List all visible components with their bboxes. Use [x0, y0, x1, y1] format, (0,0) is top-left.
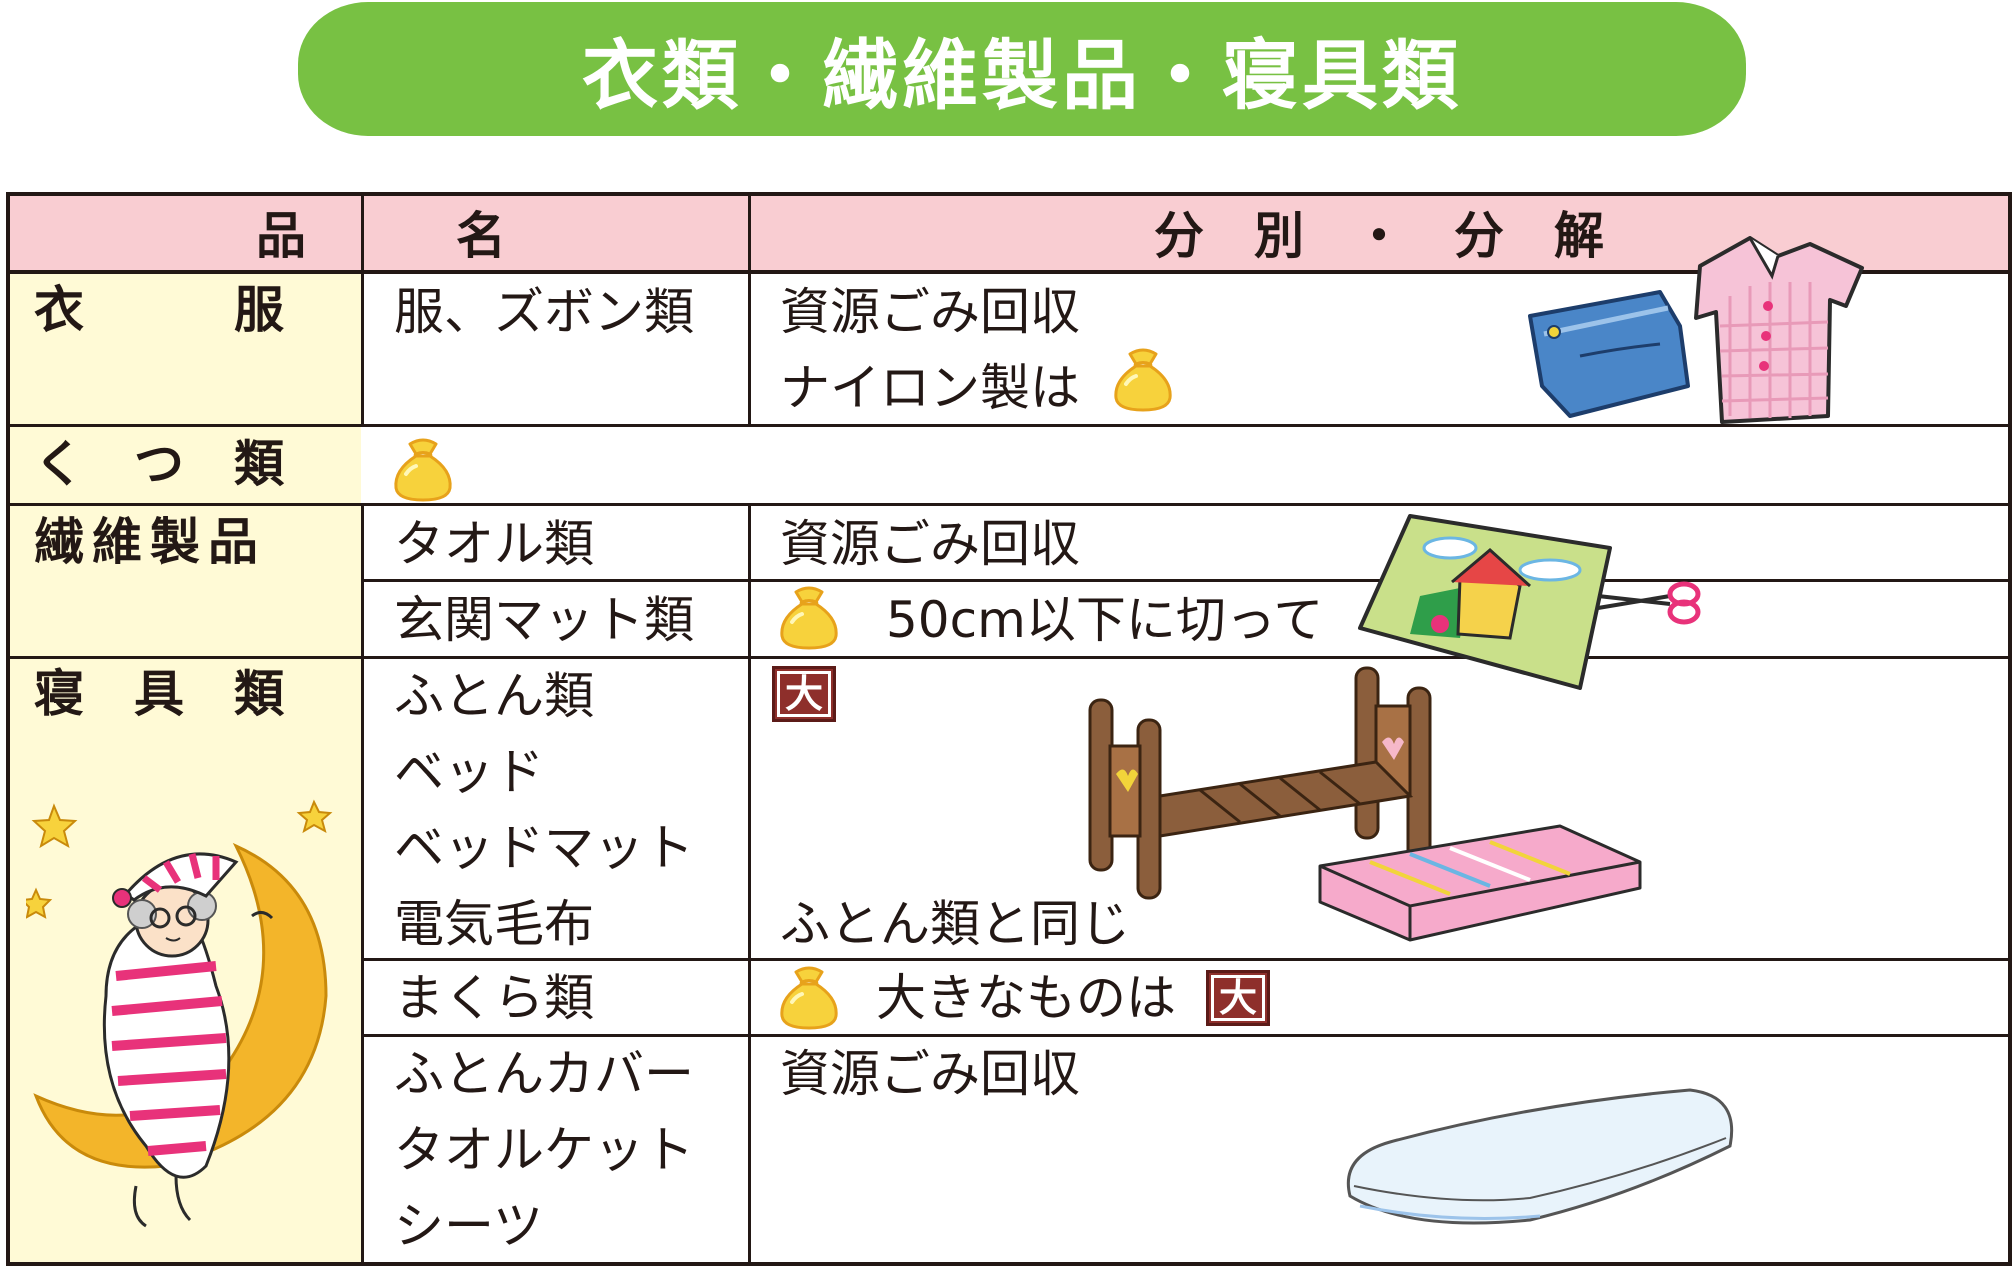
divider — [10, 656, 2008, 659]
divider — [361, 503, 364, 1262]
oversized-garbage-badge-icon: 大 — [1206, 970, 1270, 1026]
category-cell-shoes — [10, 427, 361, 503]
category-cell-textiles — [10, 506, 361, 656]
sorting-towels: 資源ごみ回収 — [780, 515, 1080, 573]
divider — [748, 196, 751, 427]
category-shoes: く つ 類 — [34, 435, 284, 493]
item-towels: タオル類 — [394, 515, 594, 573]
divider — [361, 1034, 2008, 1037]
sorting-clothes-2: ナイロン製は — [780, 359, 1080, 417]
burnable-garbage-bag-icon — [1108, 344, 1178, 414]
sleeping-grandma-moon-illustration — [26, 799, 333, 1228]
category-textiles: 繊維製品 — [34, 513, 266, 571]
title-banner: 衣類・繊維製品・寝具類 — [298, 2, 1746, 136]
divider — [361, 579, 2008, 582]
sorting-pillow: 大きなものは — [876, 969, 1176, 1027]
doormat-scissors-illustration — [1358, 514, 1701, 690]
sorting-table: 品 名 分 別 ・ 分 解 衣 服 服、ズボン類 資源ごみ回収 ナイロン製は く… — [6, 192, 2012, 1266]
item-bed-mattress: ベッドマット — [394, 819, 694, 877]
clothes-illustration — [1528, 236, 1864, 424]
item-pillow: まくら類 — [394, 969, 594, 1027]
page-title: 衣類・繊維製品・寝具類 — [582, 31, 1462, 120]
category-cell-clothes — [10, 274, 361, 424]
header-item-name: 品 名 — [256, 207, 506, 265]
sorting-doormats: 50cm以下に切って — [886, 591, 1324, 649]
item-towel-blanket: タオルケット — [394, 1121, 694, 1179]
item-doormats: 玄関マット類 — [394, 591, 694, 649]
item-sheets: シーツ — [394, 1197, 543, 1255]
item-futon: ふとん類 — [394, 667, 594, 725]
divider — [10, 503, 2008, 506]
burnable-garbage-bag-icon — [774, 962, 844, 1032]
sorting-covers: 資源ごみ回収 — [780, 1045, 1080, 1103]
divider — [361, 196, 364, 427]
category-clothes: 衣 服 — [34, 281, 284, 339]
sheet-illustration — [1346, 1088, 1734, 1225]
divider — [748, 503, 751, 1262]
divider — [361, 958, 2008, 961]
sorting-clothes-1: 資源ごみ回収 — [780, 283, 1080, 341]
bed-mattress-illustration — [1088, 666, 1642, 942]
item-clothes: 服、ズボン類 — [394, 283, 694, 341]
item-futon-cover: ふとんカバー — [394, 1045, 694, 1103]
item-bed: ベッド — [394, 743, 544, 801]
header-sorting: 分 別 ・ 分 解 — [1154, 207, 1604, 265]
category-bedding: 寝 具 類 — [34, 665, 284, 723]
burnable-garbage-bag-icon — [774, 582, 844, 652]
burnable-garbage-bag-icon — [388, 434, 458, 504]
sorting-bedding: ふとん類と同じ — [780, 895, 1130, 953]
item-electric-blanket: 電気毛布 — [394, 895, 594, 953]
table-header — [10, 196, 2008, 274]
oversized-garbage-badge-icon: 大 — [772, 666, 836, 722]
divider — [10, 424, 2008, 427]
